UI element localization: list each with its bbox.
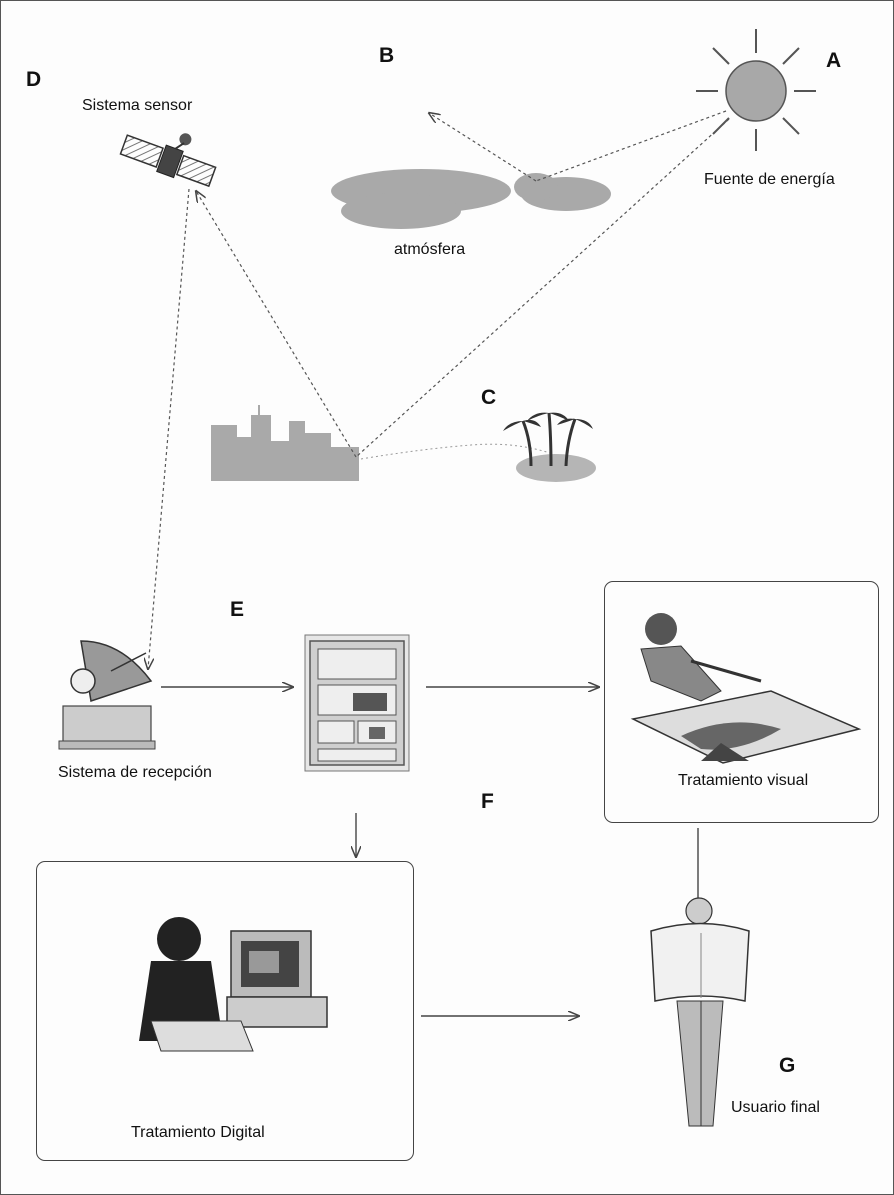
city-skyline-icon [211, 405, 359, 481]
label-a: A [826, 49, 842, 72]
label-e: E [230, 598, 245, 621]
sun-to-atmosphere-ray [535, 110, 727, 182]
computer-user-icon [139, 917, 328, 1052]
label-b: B [379, 44, 395, 67]
terrain-line [360, 443, 562, 460]
sensor-downlink [148, 188, 190, 669]
cloud-icon [331, 169, 611, 229]
label-f: F [481, 790, 494, 813]
caption-reception-system: Sistema de recepción [58, 764, 212, 781]
surface-to-sensor-ray [196, 191, 357, 458]
digital-treatment-box [36, 861, 414, 1161]
satellite-icon [119, 133, 217, 188]
label-g: G [779, 1054, 796, 1077]
caption-energy-source: Fuente de energía [704, 171, 835, 188]
label-d: D [26, 68, 42, 91]
caption-atmosphere: atmósfera [394, 241, 466, 258]
satellite-dish-icon [58, 640, 156, 750]
visual-treatment-box [604, 581, 879, 823]
caption-digital-treatment: Tratamiento Digital [131, 1124, 265, 1141]
server-rack-icon [304, 634, 410, 772]
caption-sensor-system: Sistema sensor [82, 97, 193, 114]
palm-island-icon [503, 412, 596, 482]
caption-end-user: Usuario final [731, 1099, 820, 1116]
label-c: C [481, 386, 497, 409]
caption-visual-treatment: Tratamiento visual [678, 772, 809, 789]
map-analyst-icon [630, 613, 862, 764]
map-reader-icon [650, 897, 750, 1127]
sun-icon [696, 29, 816, 151]
